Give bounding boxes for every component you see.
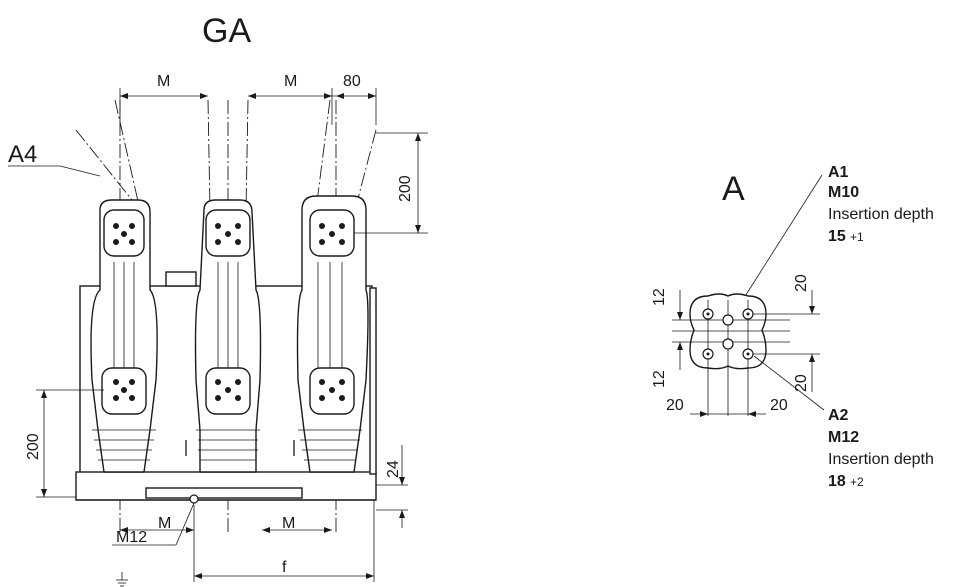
ground-screw bbox=[189, 494, 199, 504]
dim-left-height-line bbox=[36, 389, 104, 498]
terminal-bolts bbox=[113, 223, 345, 401]
a2-label: A2 bbox=[828, 407, 849, 424]
dim-bottom-spacing-left: M bbox=[158, 515, 171, 532]
detail-view-title: A bbox=[722, 170, 745, 208]
dim-width: f bbox=[282, 559, 287, 576]
ground-thread: M12 bbox=[116, 529, 147, 546]
bottom-dimensions bbox=[120, 527, 332, 533]
front-view-title: GA bbox=[202, 12, 251, 50]
dim-left-height: 200 bbox=[25, 433, 42, 460]
dim-detail-left-top: 12 bbox=[651, 288, 668, 306]
dim-spacing-left: M bbox=[157, 73, 170, 90]
dim-base-line bbox=[376, 445, 408, 528]
a2-note: Insertion depth bbox=[828, 451, 934, 468]
dim-detail-left-bottom: 12 bbox=[651, 370, 668, 388]
dim-detail-right-top: 20 bbox=[793, 274, 810, 292]
a1-depth: 15 bbox=[828, 228, 846, 245]
dim-detail-bottom-left: 20 bbox=[666, 397, 684, 414]
pole-right bbox=[293, 195, 369, 473]
dim-extension: 80 bbox=[343, 73, 361, 90]
ground-leader bbox=[175, 502, 195, 546]
dim-base-height: 24 bbox=[385, 460, 402, 478]
a1-label: A1 bbox=[828, 164, 849, 181]
terminal-holes bbox=[702, 308, 754, 360]
callout-a4: A4 bbox=[8, 141, 37, 168]
dim-bottom-spacing-right: M bbox=[282, 515, 295, 532]
a1-note: Insertion depth bbox=[828, 206, 934, 223]
dim-top-height-line bbox=[354, 132, 428, 234]
a2-depth: 18 bbox=[828, 473, 846, 490]
pole-left bbox=[90, 199, 158, 473]
a2-leader bbox=[753, 355, 825, 411]
dim-detail-bottom-right: 20 bbox=[770, 397, 788, 414]
dim-top-height: 200 bbox=[397, 175, 414, 202]
dim-detail-right-bottom: 20 bbox=[793, 374, 810, 392]
dim-spacing-right: M bbox=[284, 73, 297, 90]
a1-thread: M10 bbox=[828, 184, 859, 201]
ground-symbol-icon bbox=[116, 572, 128, 587]
a2-thread: M12 bbox=[828, 429, 859, 446]
a1-tolerance: +1 bbox=[850, 230, 864, 244]
a2-tolerance: +2 bbox=[850, 475, 864, 489]
dim-width-line bbox=[193, 500, 375, 582]
